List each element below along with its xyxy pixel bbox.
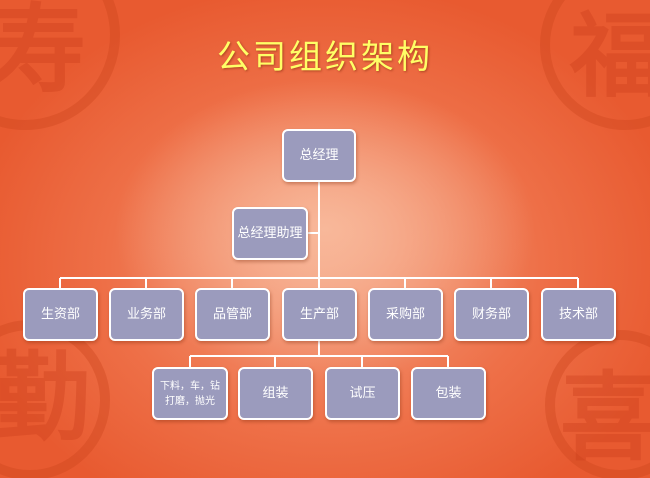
decor-glyph-top-left: 寿 <box>0 0 86 106</box>
decor-glyph-bottom-left: 勤 <box>0 341 90 454</box>
node-dept-3[interactable]: 品管部 <box>195 288 270 341</box>
node-unit-1[interactable]: 下料，车，钻 打磨，抛光 <box>152 367 228 420</box>
node-dept-6[interactable]: 财务部 <box>454 288 529 341</box>
node-dept-5[interactable]: 采购部 <box>368 288 443 341</box>
node-dept-1[interactable]: 生资部 <box>23 288 98 341</box>
node-assistant-manager[interactable]: 总经理助理 <box>232 207 308 260</box>
node-unit-4[interactable]: 包装 <box>411 367 486 420</box>
page-title: 公司组织架构 <box>217 37 433 76</box>
decor-glyph-bottom-right: 喜 <box>560 361 650 474</box>
node-dept-7[interactable]: 技术部 <box>541 288 616 341</box>
node-dept-2[interactable]: 业务部 <box>109 288 184 341</box>
node-unit-3[interactable]: 试压 <box>325 367 400 420</box>
decor-glyph-top-right: 福 <box>570 2 650 110</box>
node-unit-2[interactable]: 组装 <box>238 367 313 420</box>
node-dept-4[interactable]: 生产部 <box>282 288 357 341</box>
node-general-manager[interactable]: 总经理 <box>282 129 356 182</box>
